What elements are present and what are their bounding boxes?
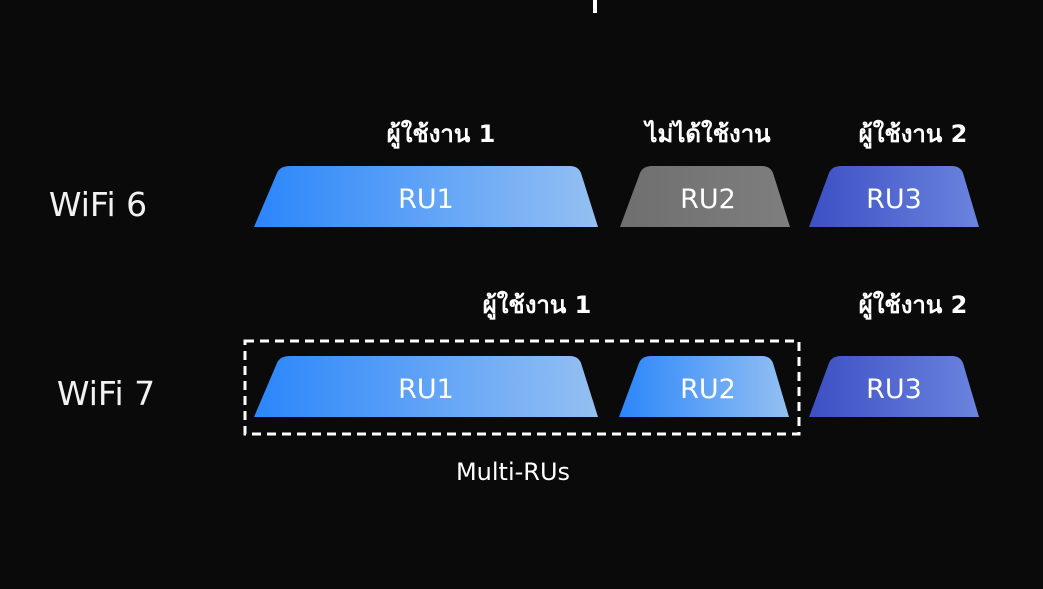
wifi6-ru3-block xyxy=(809,166,979,227)
wifi6-ru2-block xyxy=(620,166,790,227)
wifi7-ru1-block xyxy=(254,356,598,417)
wifi6-ru2-label: RU2 xyxy=(680,184,736,215)
multi-ru-dashed-box xyxy=(243,339,801,436)
wifi6-user-label-3: ผู้ใช้งาน 2 xyxy=(859,119,968,149)
wifi6-user-label-2: ไม่ได้ใช้งาน xyxy=(642,119,771,148)
wifi7-user-label-1: ผู้ใช้งาน 1 xyxy=(483,290,592,320)
wifi7-ru3-block xyxy=(809,356,979,417)
wifi7-user-label-2: ผู้ใช้งาน 2 xyxy=(859,290,968,320)
wifi7-ru2-label: RU2 xyxy=(680,374,736,405)
wifi7-ru3-label: RU3 xyxy=(866,374,922,405)
wifi6-ru1-label: RU1 xyxy=(398,184,454,215)
multi-ru-label: Multi-RUs xyxy=(456,458,570,486)
top-edge-mark xyxy=(593,0,597,13)
wifi7-ru1-label: RU1 xyxy=(398,374,454,405)
wifi6-ru1-block xyxy=(254,166,598,227)
wifi7-row-label: WiFi 7 xyxy=(57,374,155,413)
wifi6-user-label-1: ผู้ใช้งาน 1 xyxy=(387,119,496,149)
wifi7-ru2-block xyxy=(619,356,789,417)
wifi6-ru3-label: RU3 xyxy=(866,184,922,215)
wifi6-row-label: WiFi 6 xyxy=(49,185,147,224)
